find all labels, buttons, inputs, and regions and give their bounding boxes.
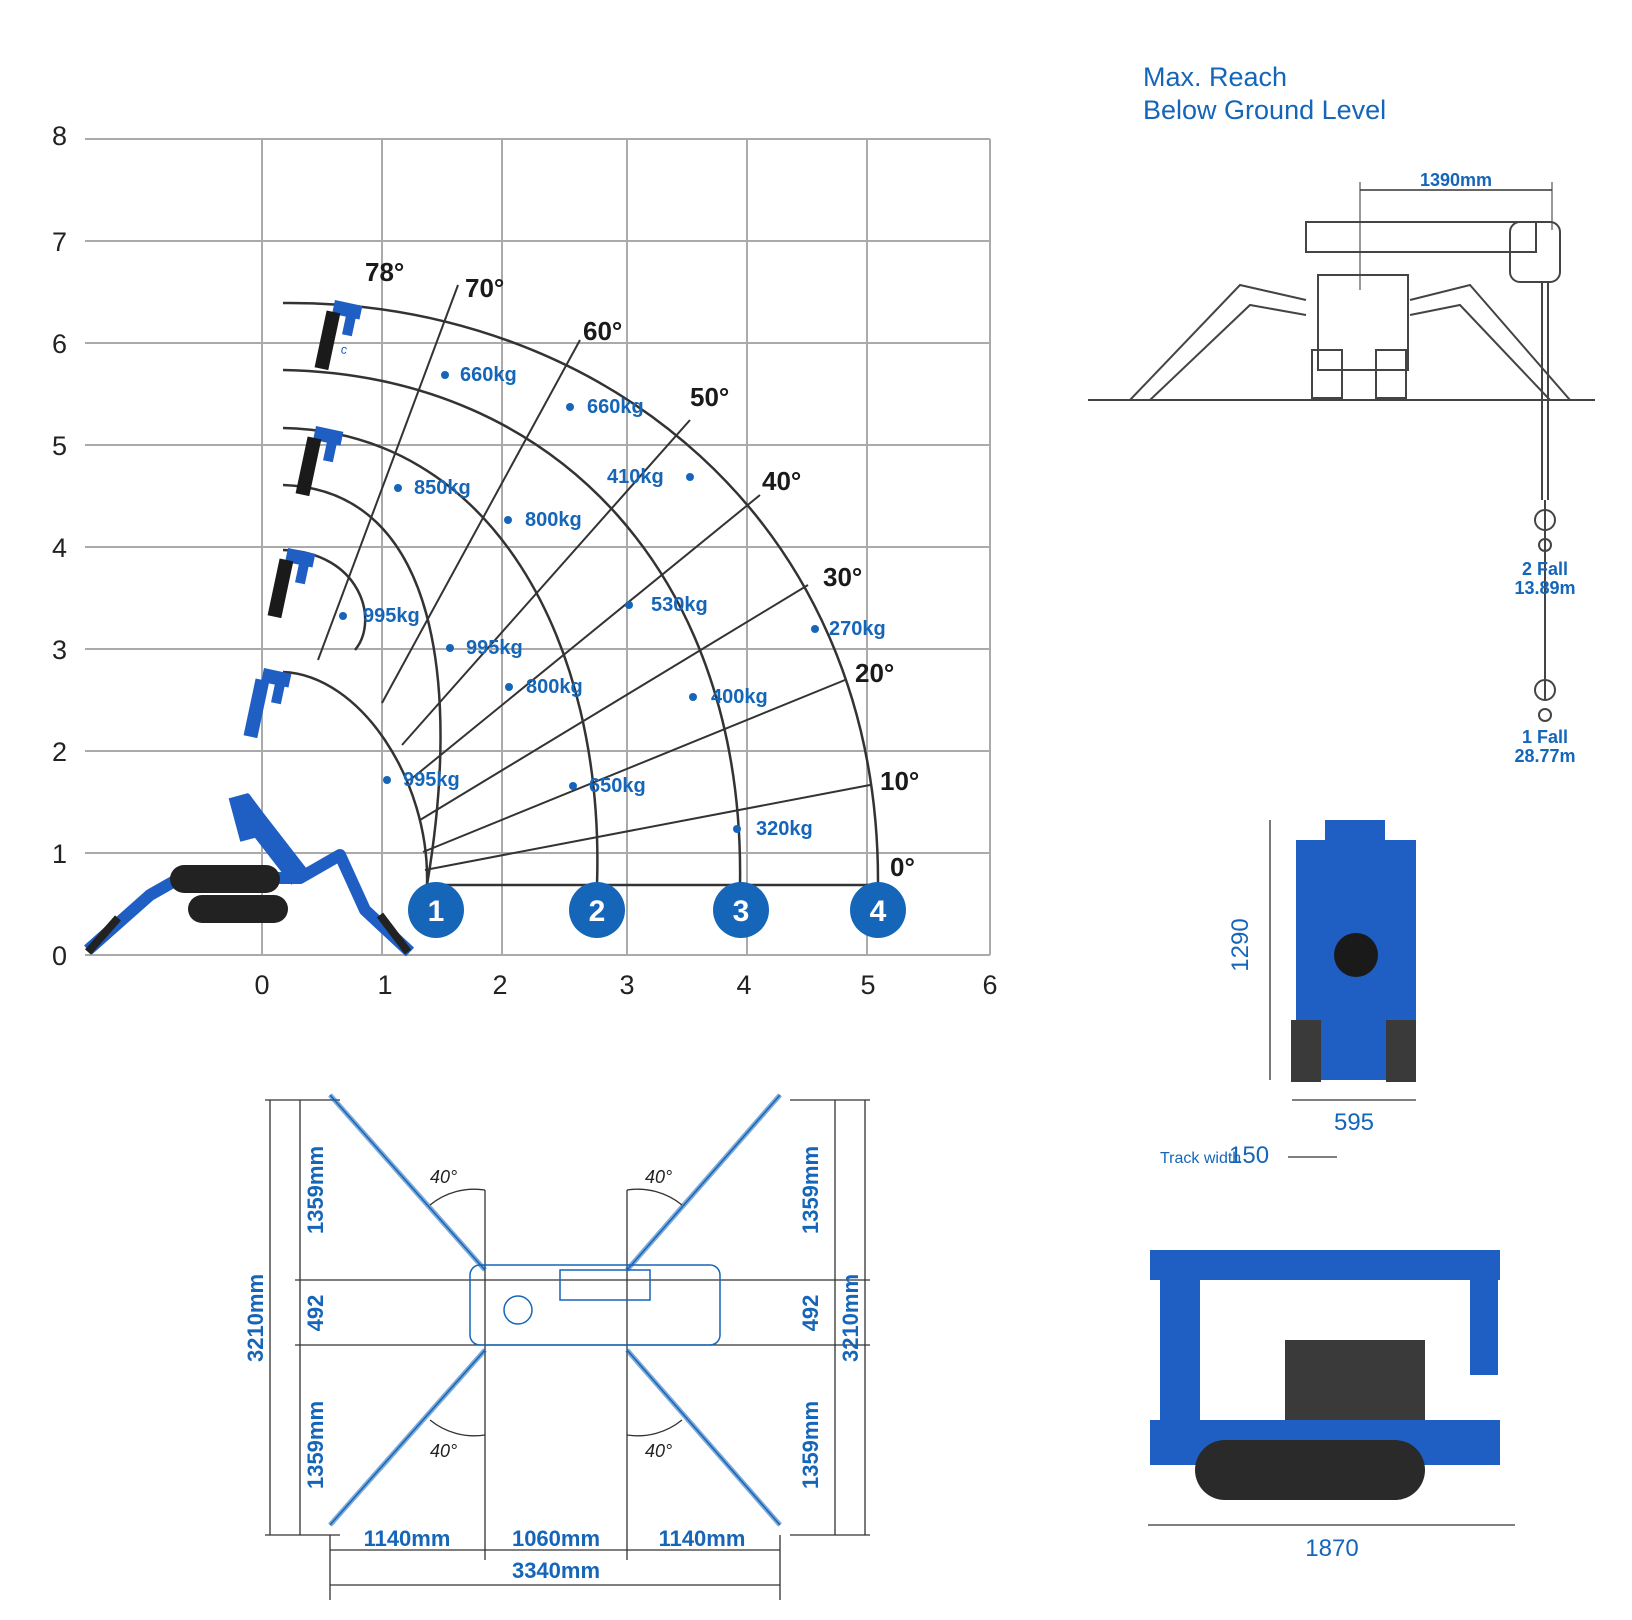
angle-label: 78° [365,257,404,287]
load-label: 995kg [363,605,420,627]
side-length-dim: 1870 [1305,1535,1358,1562]
angle-label: 50° [690,382,729,412]
fall2-label: 2 Fall [1522,559,1568,579]
reach-title-line1: Max. Reach [1143,62,1287,92]
load-label: 660kg [460,364,517,386]
angle-rays [317,284,871,871]
x-tick: 3 [619,970,634,1000]
x-tick: 5 [860,970,875,1000]
angle-label: 40° [430,1167,457,1187]
radius-marker-label: 4 [870,895,887,928]
center-left-dim: 492 [303,1295,328,1332]
load-label: 320kg [756,818,813,840]
lower-left-dim: 1359mm [303,1401,328,1489]
load-label: 800kg [525,509,582,531]
y-tick: 5 [52,431,67,461]
fall1-label: 1 Fall [1522,727,1568,747]
load-label: 530kg [651,594,708,616]
angle-label: 60° [583,316,622,346]
load-label: 650kg [589,775,646,797]
reach-title-line2: Below Ground Level [1143,95,1386,125]
chart-grid [85,138,991,956]
reach-below-ground: Max. Reach Below Ground Level 1390mm [1088,62,1595,766]
angle-label: 40° [430,1441,457,1461]
track-width-label: Track width [1160,1150,1241,1167]
radius-marker-1 [408,882,464,938]
angle-label: 20° [855,658,894,688]
x-tick: 0 [254,970,269,1000]
load-label: 400kg [711,686,768,708]
load-label: 800kg [526,676,583,698]
load-label: 270kg [829,618,886,640]
angle-label: 70° [465,273,504,303]
angle-label: 40° [645,1167,672,1187]
svg-text:ᶜ: ᶜ [338,341,348,362]
front-view: 1290 595 Track width 150 [1160,820,1416,1169]
y-tick: 2 [52,737,67,767]
y-tick: 0 [52,941,67,971]
track-width-value: 150 [1229,1142,1269,1169]
y-tick: 6 [52,329,67,359]
radius-marker-3 [713,882,769,938]
y-tick: 7 [52,227,67,257]
load-label: 660kg [587,396,644,418]
x-tick: 6 [982,970,997,1000]
angle-label: 10° [880,766,919,796]
angle-label: 40° [762,466,801,496]
bottom-center-dim: 1060mm [512,1526,600,1551]
fall2-value: 13.89m [1514,578,1575,598]
reach-machine-outline [1088,221,1595,722]
boom-heads: ᶜ [243,300,363,739]
lower-right-dim: 1359mm [798,1401,823,1489]
radius-marker-4 [850,882,906,938]
angle-label: 40° [645,1441,672,1461]
y-tick: 4 [52,533,67,563]
angle-labels: 78° 70° 60° 50° 40° 30° 20° 10° 0° [365,257,919,882]
x-tick: 4 [736,970,751,1000]
load-label: 995kg [466,637,523,659]
left-total-dim: 3210mm [243,1274,268,1362]
angle-label: 0° [890,852,915,882]
upper-left-dim: 1359mm [303,1146,328,1234]
x-tick: 1 [377,970,392,1000]
boom-arcs [282,301,880,887]
right-total-dim: 3210mm [838,1274,863,1362]
y-tick: 3 [52,635,67,665]
load-label: 995kg [403,769,460,791]
y-axis-labels: 0 1 2 3 4 5 6 7 8 [52,121,67,971]
angle-label: 30° [823,562,862,592]
load-label: 850kg [414,477,471,499]
y-tick: 8 [52,121,67,151]
crane-base-drawing [84,793,415,957]
footprint-diagram: 40° 40° 40° 40° 3210mm 1359mm 492 1359mm… [243,1093,870,1600]
load-points: 660kg 660kg 850kg 800kg 410kg 995kg 995k… [339,364,886,840]
center-right-dim: 492 [798,1295,823,1332]
bottom-total-dim: 3340mm [512,1558,600,1583]
radius-marker-label: 2 [589,895,606,928]
bottom-left-dim: 1140mm [364,1526,451,1551]
side-view: 1870 [1148,1250,1515,1562]
front-width-dim: 595 [1334,1109,1374,1136]
radius-marker-2 [569,882,625,938]
load-chart: 0 1 2 3 4 5 6 7 8 0 1 2 3 4 5 6 [52,121,998,1000]
front-height-dim: 1290 [1227,918,1254,971]
x-axis-labels: 0 1 2 3 4 5 6 [254,970,997,1000]
radius-markers: 1 2 3 4 [408,882,906,938]
radius-marker-label: 1 [428,895,445,928]
fall1-value: 28.77m [1514,746,1575,766]
x-tick: 2 [492,970,507,1000]
radius-marker-label: 3 [733,895,750,928]
bottom-right-dim: 1140mm [659,1526,746,1551]
y-tick: 1 [52,839,67,869]
boom-offset-dim: 1390mm [1420,170,1492,190]
load-label: 410kg [607,466,664,488]
upper-right-dim: 1359mm [798,1146,823,1234]
